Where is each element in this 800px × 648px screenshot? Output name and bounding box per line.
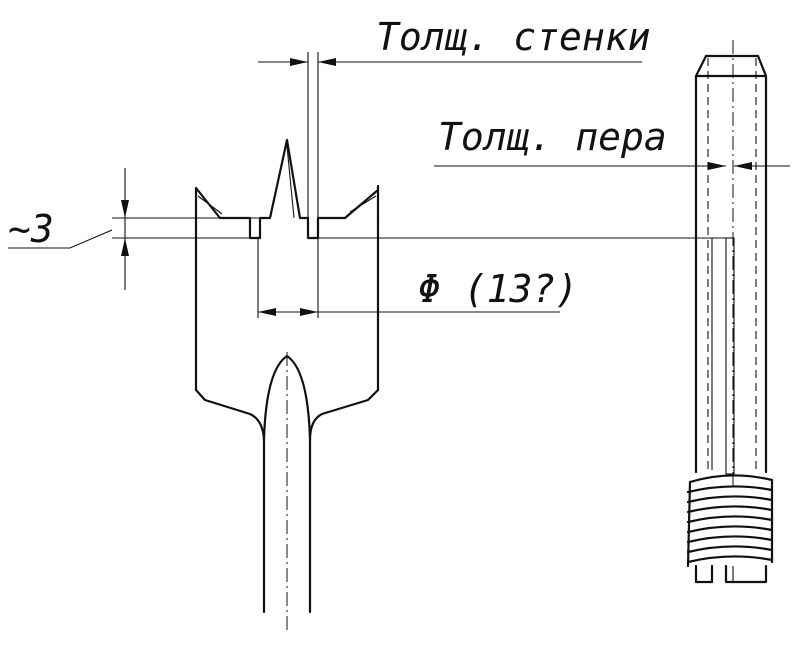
spade-bit-side-view [686, 40, 774, 584]
wall-thickness-label: Толщ. стенки [376, 15, 651, 59]
blade-arrow-left [708, 162, 726, 170]
approx-extension-lines [112, 217, 270, 239]
side-hidden-lines [707, 58, 757, 470]
dimension-lines-left [8, 52, 730, 318]
spur-edge-lines [197, 195, 377, 215]
blade-thickness-label: Толщ. пера [438, 115, 667, 159]
approx-arrow-top [121, 200, 129, 218]
blade-slot [725, 237, 735, 475]
approx-leader [8, 229, 113, 249]
approx-arrow-bottom [121, 238, 129, 256]
wall-arrow-left [290, 58, 308, 66]
dimension-lines-right [434, 162, 790, 170]
approx-label: ~3 [8, 207, 54, 251]
wall-extension-lines [307, 52, 319, 238]
diameter-label: Φ (13?) [418, 267, 578, 311]
wall-arrow-right [318, 58, 336, 66]
point-inner-line [286, 145, 295, 219]
diameter-extension-lines [257, 238, 319, 318]
diameter-arrow-left [258, 308, 276, 316]
blade-arrow-right [734, 162, 752, 170]
diameter-arrow-right [300, 308, 318, 316]
thread-coils [686, 474, 774, 584]
spade-bit-front-view [194, 138, 380, 632]
